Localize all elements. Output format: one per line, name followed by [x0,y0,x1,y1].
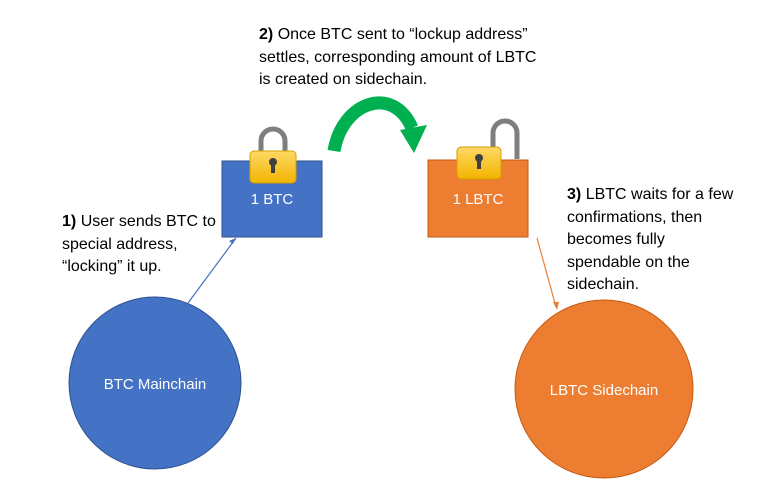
padlock-locked-icon [249,126,297,184]
connector-line-lbtc [536,237,557,308]
step-1-text: User sends BTC to special address, “lock… [62,213,216,275]
step-2-note: 2) Once BTC sent to “lockup address” set… [259,24,549,92]
step-1-note: 1) User sends BTC to special address, “l… [62,211,222,279]
transfer-arrow-icon [327,96,427,153]
connector-line-btc [187,237,237,304]
step-2-number: 2) [259,26,274,43]
lbtc-box-label: 1 LBTC [453,191,504,208]
padlock-unlocked-icon [456,118,520,180]
lbtc-sidechain-label: LBTC Sidechain [550,382,658,399]
step-2-text: Once BTC sent to “lockup address” settle… [259,26,537,88]
btc-box-label: 1 BTC [251,191,294,208]
btc-mainchain-circle [68,296,242,470]
step-3-note: 3) LBTC waits for a few confirmations, t… [567,184,737,297]
connector-arrowhead-btc [229,238,236,244]
step-1-number: 1) [62,213,77,230]
step-3-text: LBTC waits for a few confirmations, then… [567,186,734,293]
btc-mainchain-label: BTC Mainchain [104,376,207,393]
lbtc-sidechain-circle [514,299,694,479]
step-3-number: 3) [567,186,582,203]
connector-arrowhead-lbtc [553,302,559,310]
